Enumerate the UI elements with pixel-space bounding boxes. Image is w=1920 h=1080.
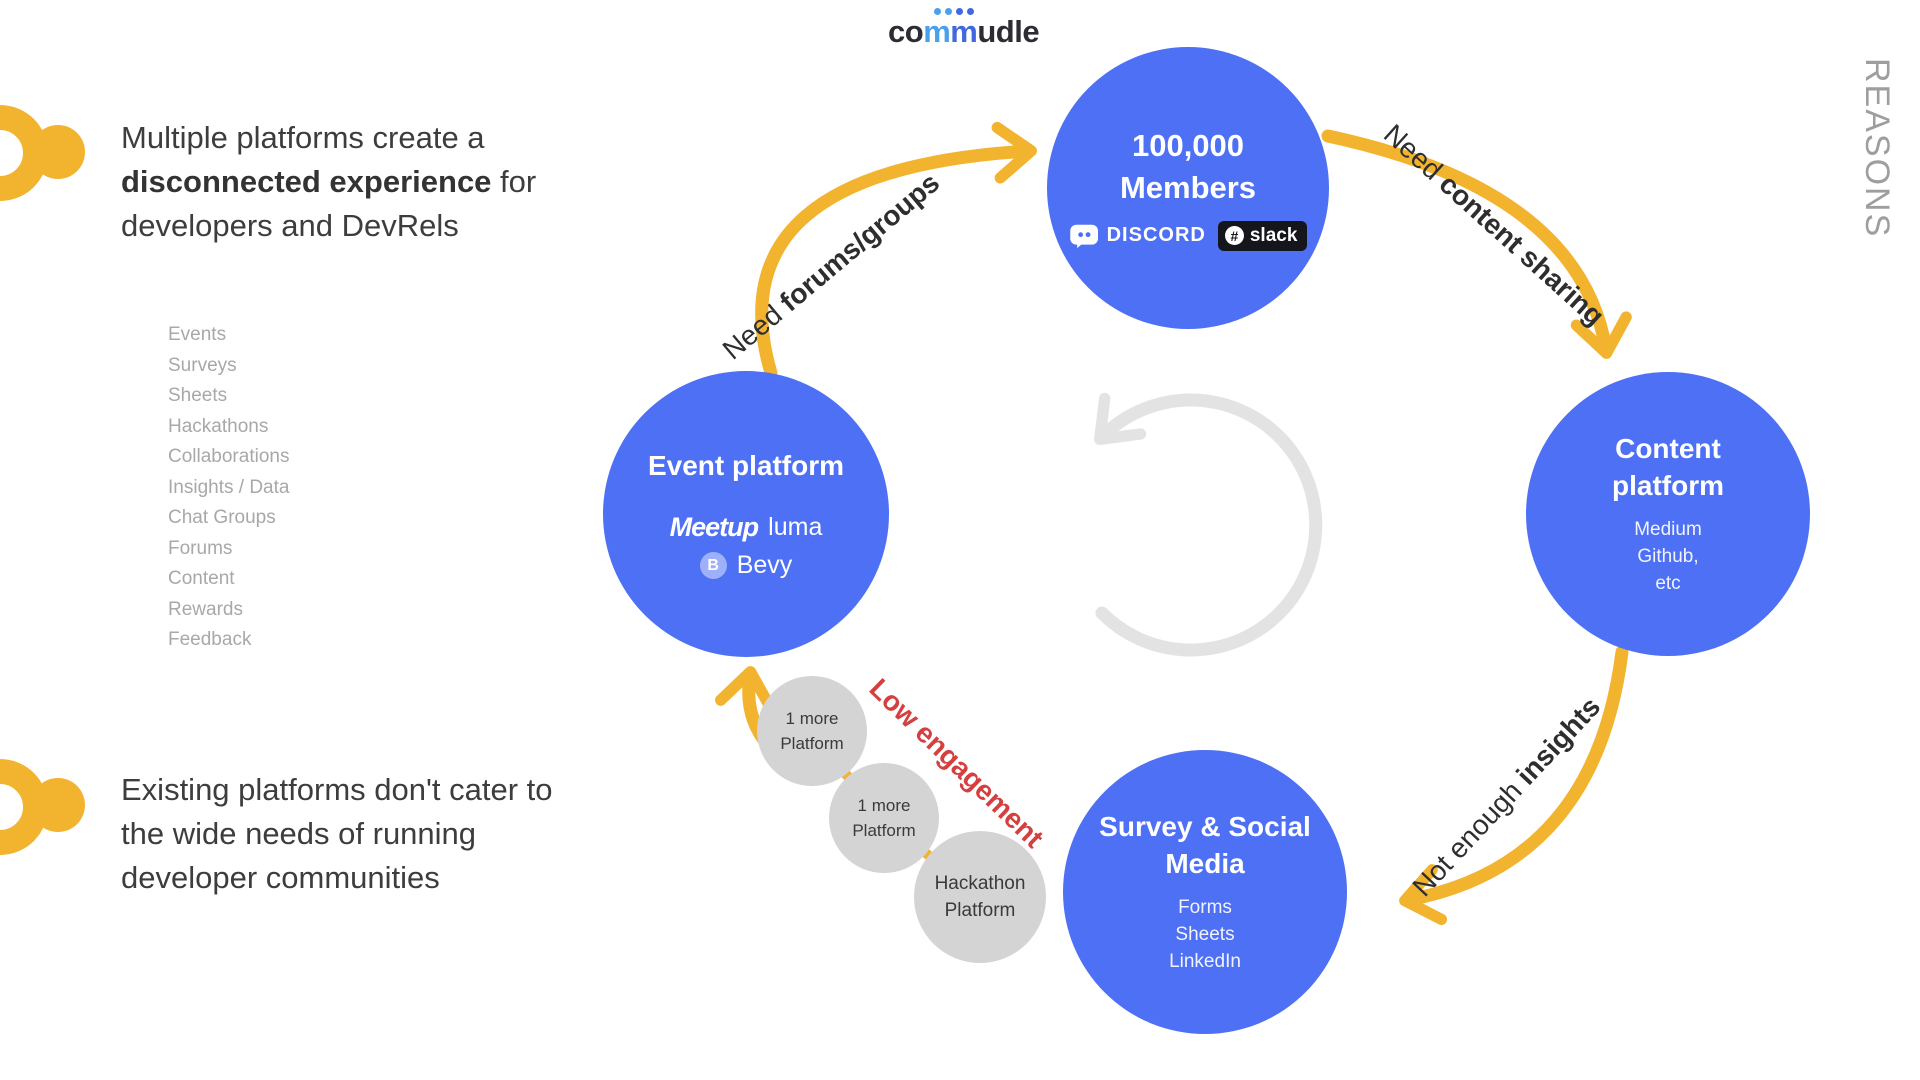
meetup-logo: Meetup [669, 512, 759, 543]
discord-wordmark: DISCORD [1106, 224, 1206, 247]
extra-platform-1-line2: Platform [780, 734, 844, 753]
members-count: 100,000 [1131, 128, 1245, 164]
bullet-dot-icon [31, 778, 85, 832]
content-platform-title-1: Content [1615, 433, 1721, 465]
list-item: Surveys [168, 354, 237, 376]
logo-dots-icon [934, 8, 974, 15]
discord-icon [1069, 224, 1098, 248]
commudle-logo: commudle [888, 8, 1040, 50]
survey-title-1: Survey & Social [1099, 811, 1311, 843]
slack-wordmark: slack [1249, 224, 1298, 246]
event-platform-title: Event platform [647, 449, 845, 481]
content-sub-etc: etc [1655, 572, 1681, 594]
list-item: Events [168, 324, 227, 345]
logo-co: co [888, 14, 924, 49]
discord-logo: DISCORD [1069, 223, 1206, 249]
list-item: Chat Groups [168, 507, 276, 528]
list-item: Forums [168, 537, 233, 559]
label-insights-prefix: Not enough [1406, 769, 1534, 903]
statement-1-suffix: for developers and DevRels [121, 164, 537, 243]
bevy-icon: B [699, 552, 727, 580]
reasons-vertical-label: REASONS [1858, 58, 1896, 239]
label-insights-bold: insights [1510, 690, 1607, 791]
list-item: Collaborations [168, 446, 290, 467]
bevy-logo: Bevy [736, 551, 793, 580]
extra-platform-circle-2: 1 more Platform [829, 763, 939, 873]
refresh-loop-icon [1094, 392, 1323, 657]
arrow-event-to-members [755, 121, 1037, 380]
hackathon-platform-line2: Platform [944, 900, 1016, 921]
content-sub-github: Github, [1637, 545, 1699, 567]
slack-icon: # [1224, 226, 1244, 246]
members-circle: 100,000 Members DISCORD # slack [1047, 47, 1329, 329]
logo-rest: udle [977, 14, 1040, 49]
bullet-dot-icon [31, 125, 85, 179]
hackathon-platform-line1: Hackathon [934, 873, 1026, 894]
statement-existing-platforms: Existing platforms don't cater to the wi… [121, 768, 579, 900]
list-item: Sheets [168, 385, 228, 406]
label-need-content-sharing: Need content sharing [1377, 118, 1610, 332]
label-forums-bold: forums/groups [773, 166, 946, 318]
statement-1-prefix: Multiple platforms create a [121, 120, 485, 155]
platform-needs-list: Events Surveys Sheets Hackathons Collabo… [168, 320, 289, 656]
label-sharing-bold: content sharing [1433, 168, 1611, 332]
arrow-members-to-content [1321, 129, 1632, 359]
survey-sub-forms: Forms [1178, 896, 1232, 918]
hackathon-platform-circle: Hackathon Platform [914, 831, 1046, 963]
survey-sub-linkedin: LinkedIn [1169, 950, 1241, 972]
members-label: Members [1119, 170, 1257, 205]
list-item: Rewards [168, 598, 243, 620]
label-not-enough-insights: Not enough insights [1406, 691, 1607, 903]
list-item: Feedback [168, 629, 252, 650]
survey-title-2: Media [1165, 847, 1245, 879]
list-item: Hackathons [168, 415, 269, 437]
list-item: Insights / Data [168, 476, 290, 498]
slack-logo: # slack [1217, 220, 1308, 251]
extra-platform-2-line1: 1 more [857, 796, 911, 815]
statement-1-bold: disconnected experience [121, 164, 492, 199]
survey-social-circle: Survey & Social Media Forms Sheets Linke… [1063, 750, 1347, 1034]
statement-2-prefix: Existing platforms don't cater to the wi… [121, 772, 553, 895]
list-item: Content [168, 568, 235, 589]
content-platform-title-2: platform [1612, 469, 1724, 501]
label-need-forums-groups: Need forums/groups [717, 167, 946, 367]
statement-disconnected-experience: Multiple platforms create a disconnected… [121, 116, 579, 248]
content-platform-circle: Content platform Medium Github, etc [1526, 372, 1810, 656]
extra-platform-2-line2: Platform [852, 821, 916, 840]
logo-m2: m [950, 14, 978, 49]
luma-logo: luma [768, 513, 823, 542]
extra-platform-circle-1: 1 more Platform [757, 676, 867, 786]
logo-m1: m [923, 14, 951, 49]
extra-platform-1-line1: 1 more [785, 709, 839, 728]
event-platform-circle: Event platform Meetup luma B Bevy [603, 371, 889, 657]
survey-sub-sheets: Sheets [1175, 923, 1235, 945]
content-sub-medium: Medium [1634, 518, 1702, 540]
